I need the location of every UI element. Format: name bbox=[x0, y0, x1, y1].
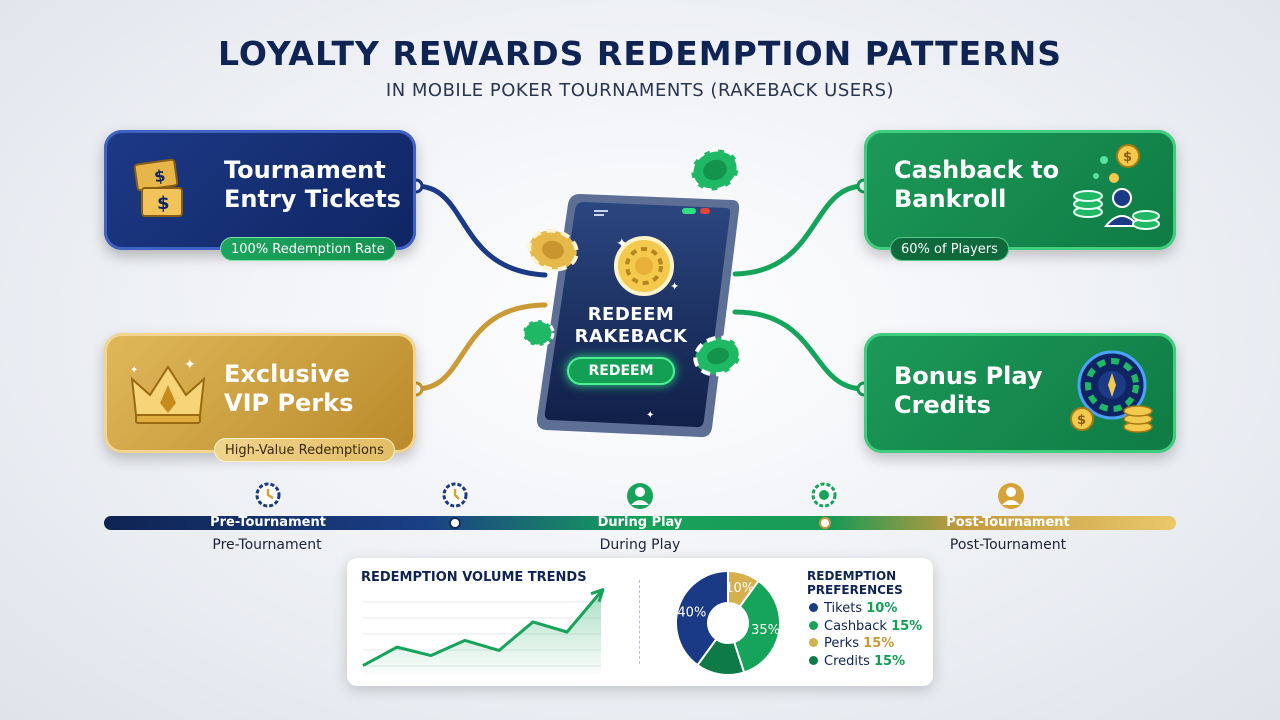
floating-gold-chip-icon bbox=[527, 228, 579, 272]
legend-item: Credits 15% bbox=[809, 654, 922, 672]
donut-slice-label: 10% bbox=[725, 581, 754, 596]
ticket-dollar-icon: $ $ bbox=[133, 158, 183, 217]
stopwatch-icon bbox=[442, 482, 468, 508]
legend-value: 15% bbox=[891, 618, 923, 634]
card-bonus-credits[interactable]: Bonus Play Credits $ bbox=[864, 333, 1176, 453]
page-subtitle: IN MOBILE POKER TOURNAMENTS (RAKEBACK US… bbox=[385, 80, 895, 101]
donut-slice-label: 35% bbox=[751, 623, 780, 638]
timeline-label-pre: Pre-Tournament bbox=[212, 537, 322, 553]
preferences-donut-chart: 10% 35% 40% bbox=[675, 569, 781, 676]
timeline-bar-label-post: Post-Tournament bbox=[946, 515, 1070, 530]
timeline-bar-label-during: During Play bbox=[597, 515, 683, 530]
connector-vip bbox=[413, 302, 548, 392]
legend-value: 10% bbox=[866, 601, 898, 616]
legend-swatch bbox=[809, 620, 818, 630]
legend-name: Perks bbox=[824, 636, 860, 651]
card-title-line1: Cashback to bbox=[894, 156, 1060, 184]
card-title-line1: Exclusive bbox=[224, 360, 350, 388]
timeline-bar-label-pre: Pre-Tournament bbox=[210, 515, 326, 530]
donut-slice-label: 40% bbox=[677, 605, 706, 620]
crown-icon: ✦ ✦ bbox=[130, 357, 206, 424]
svg-text:✦: ✦ bbox=[646, 410, 654, 421]
svg-text:$: $ bbox=[1077, 413, 1086, 428]
card-title-line2: Credits bbox=[894, 391, 991, 419]
svg-text:$: $ bbox=[153, 166, 167, 186]
card-title-line2: Bankroll bbox=[894, 185, 1007, 213]
poker-chip-icon: $ bbox=[1070, 350, 1153, 433]
donut-slice bbox=[732, 579, 781, 674]
svg-text:✦: ✦ bbox=[670, 280, 679, 293]
card-title-line1: Bonus Play bbox=[894, 362, 1043, 390]
chart-arrowhead bbox=[590, 588, 605, 603]
svg-text:$: $ bbox=[1123, 150, 1132, 165]
floating-small-chip-icon bbox=[521, 318, 555, 348]
legend-name: Cashback bbox=[824, 618, 887, 634]
timeline-label-post: Post-Tournament bbox=[949, 537, 1067, 553]
panel-divider bbox=[639, 580, 640, 664]
floating-chip-right-icon bbox=[693, 335, 743, 377]
preferences-legend: Tikets 10% Cashback 15% Perks 15% Credit… bbox=[809, 601, 922, 671]
legend-name: Tikets bbox=[824, 601, 863, 616]
timeline-marker[interactable] bbox=[819, 517, 831, 529]
legend-swatch bbox=[809, 603, 818, 612]
clock-icon bbox=[255, 482, 281, 508]
svg-text:$: $ bbox=[157, 193, 170, 214]
card-cashback[interactable]: Cashback to Bankroll $ 60% of Players bbox=[864, 130, 1176, 261]
donut-slice bbox=[675, 569, 729, 667]
card-title-line2: VIP Perks bbox=[224, 389, 354, 417]
connector-bonus bbox=[732, 309, 867, 392]
player-avatar-icon bbox=[627, 483, 653, 509]
timeline-marker[interactable] bbox=[449, 517, 461, 529]
legend-name: Credits bbox=[824, 653, 870, 669]
preferences-heading-line1: REDEMPTION bbox=[807, 569, 897, 583]
svg-text:✦: ✦ bbox=[130, 365, 138, 376]
card-title-line1: Tournament bbox=[224, 156, 386, 184]
preferences-heading: REDEMPTION PREFERENCES bbox=[807, 569, 903, 597]
connector-tickets bbox=[413, 183, 548, 278]
legend-value: 15% bbox=[874, 653, 906, 669]
chip-timer-icon bbox=[811, 482, 837, 508]
phone-redeem-title: REDEEM RAKEBACK bbox=[566, 304, 696, 348]
high-value-badge: High-Value Redemptions bbox=[214, 438, 395, 462]
floating-chip-icon bbox=[689, 147, 741, 193]
legend-item: Cashback 15% bbox=[809, 619, 922, 637]
phone-title-line2: RAKEBACK bbox=[574, 326, 688, 347]
legend-swatch bbox=[809, 655, 818, 665]
page-title: LOYALTY REWARDS REDEMPTION PATTERNS bbox=[217, 34, 1063, 73]
card-title-line2: Entry Tickets bbox=[224, 185, 401, 213]
svg-text:✦: ✦ bbox=[184, 357, 196, 373]
chart-series-line bbox=[362, 590, 603, 667]
legend-value: 15% bbox=[863, 636, 895, 651]
legend-item: Perks 15% bbox=[809, 636, 922, 654]
timeline-label-during: During Play bbox=[599, 537, 681, 553]
connector-cashback bbox=[732, 183, 867, 277]
redemption-rate-badge: 100% Redemption Rate bbox=[220, 237, 396, 261]
phone-title-line1: REDEEM bbox=[587, 304, 675, 325]
trend-line-chart bbox=[362, 588, 605, 674]
redeem-button[interactable]: REDEEM bbox=[567, 357, 675, 385]
svg-text:✦: ✦ bbox=[616, 236, 628, 252]
legend-item: Tikets 10% bbox=[809, 601, 922, 619]
preferences-heading-line2: PREFERENCES bbox=[807, 583, 903, 597]
card-tournament-tickets[interactable]: $ $ Tournament Entry Tickets 100% Redemp… bbox=[104, 130, 416, 261]
trends-heading: REDEMPTION VOLUME TRENDS bbox=[361, 570, 587, 585]
legend-swatch bbox=[809, 638, 818, 647]
winner-avatar-icon bbox=[998, 483, 1024, 509]
card-vip-perks[interactable]: ✦ ✦ Exclusive VIP Perks High-Value Redem… bbox=[104, 333, 416, 462]
timeline-bar bbox=[104, 516, 1176, 530]
players-share-badge: 60% of Players bbox=[890, 237, 1009, 261]
coins-player-icon: $ bbox=[1073, 144, 1160, 230]
